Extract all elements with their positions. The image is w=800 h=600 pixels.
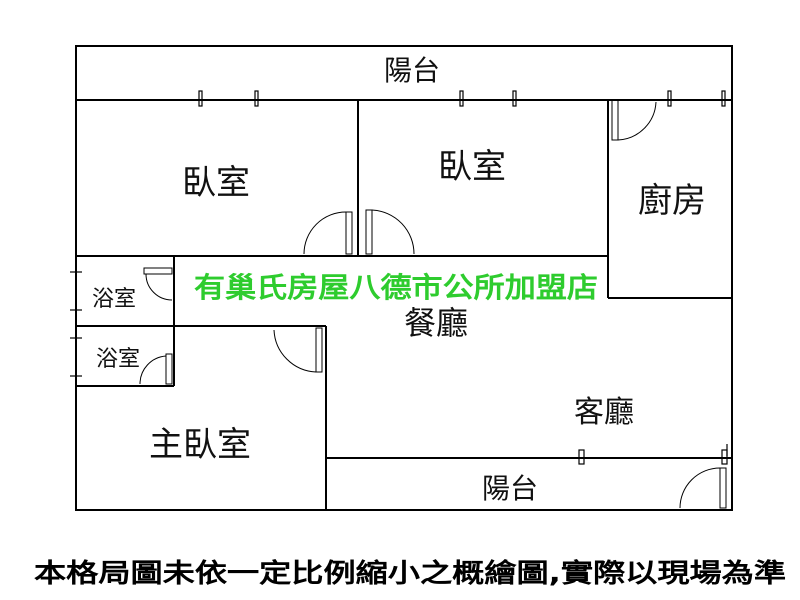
window-mark (578, 449, 585, 465)
door-bath-upper (143, 267, 173, 301)
door-bedroom-mid (365, 209, 415, 255)
label-dining: 餐廳 (404, 304, 468, 342)
door-kitchen (611, 99, 657, 141)
window-mark (721, 90, 726, 107)
door-bath-lower (139, 353, 173, 385)
window-mark (667, 90, 672, 107)
disclaimer-note: 本格局圖未依一定比例縮小之概繪圖,實際以現場為準 (34, 558, 786, 589)
window-mark (459, 90, 464, 107)
label-bedroom-left: 臥室 (182, 163, 250, 203)
window-mark (512, 90, 517, 107)
window-mark (721, 449, 728, 465)
room-labels: 陽台 臥室 臥室 廚房 浴室 浴室 餐廳 客廳 主臥室 陽台 (92, 54, 706, 505)
label-bedroom-mid: 臥室 (438, 147, 506, 187)
window-mark (198, 90, 203, 107)
label-kitchen: 廚房 (638, 181, 706, 221)
door-balcony-bottom (679, 467, 727, 509)
label-balcony-bottom: 陽台 (482, 472, 538, 505)
label-living: 客廳 (574, 395, 634, 430)
doors (139, 99, 727, 509)
label-master-bedroom: 主臥室 (149, 425, 251, 465)
label-bath-upper: 浴室 (92, 287, 136, 312)
interior-walls (76, 99, 732, 510)
window-marks (70, 90, 728, 465)
agency-watermark: 有巢氏房屋八德市公所加盟店 (194, 271, 598, 304)
door-master (273, 327, 323, 373)
window-mark (254, 90, 259, 107)
door-bedroom-left (303, 211, 353, 255)
label-balcony-top: 陽台 (384, 54, 440, 87)
label-bath-lower: 浴室 (96, 347, 140, 372)
